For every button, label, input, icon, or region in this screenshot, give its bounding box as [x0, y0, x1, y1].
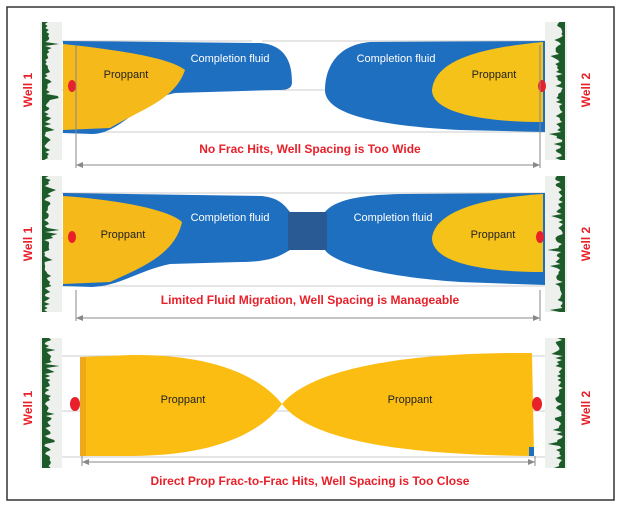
completion-fluid-label: Completion fluid: [354, 212, 433, 224]
well-log-left: [40, 22, 62, 160]
proppant-label: Proppant: [101, 229, 146, 241]
proppant-edge: [80, 357, 86, 456]
panel-wide-spacing: Completion fluid Completion fluid Proppa…: [21, 22, 593, 168]
well-log-right: [545, 338, 567, 468]
well-log-right: [545, 176, 567, 312]
gamma-ray-trace: [548, 22, 565, 160]
well-2-marker: [538, 80, 546, 92]
well-2-marker: [532, 397, 542, 411]
gamma-ray-trace: [42, 176, 60, 312]
spacing-arrow: [81, 456, 536, 466]
well-1-marker: [70, 397, 80, 411]
gamma-ray-trace: [42, 22, 60, 160]
well-2-label: Well 2: [579, 226, 593, 261]
proppant-label: Proppant: [388, 394, 433, 406]
proppant-label: Proppant: [472, 69, 517, 81]
fluid-remnant: [529, 447, 534, 456]
panel-caption: Direct Prop Frac-to-Frac Hits, Well Spac…: [151, 474, 470, 488]
proppant-right: [432, 42, 543, 122]
well-1-marker: [68, 231, 76, 243]
proppant-left: [63, 44, 185, 130]
gamma-ray-trace: [547, 338, 565, 468]
well-2-label: Well 2: [579, 390, 593, 425]
spacing-arrow: [75, 290, 541, 321]
proppant-label: Proppant: [471, 229, 516, 241]
proppant-right: [432, 194, 543, 272]
completion-fluid-label: Completion fluid: [191, 53, 270, 65]
completion-fluid-label: Completion fluid: [357, 53, 436, 65]
panel-caption: No Frac Hits, Well Spacing is Too Wide: [199, 142, 421, 156]
well-2-label: Well 2: [579, 72, 593, 107]
well-2-marker: [536, 231, 544, 243]
proppant-merged: [80, 352, 534, 456]
well-1-marker: [68, 80, 76, 92]
proppant-label: Proppant: [104, 69, 149, 81]
well-log-left: [40, 338, 62, 468]
fluid-connection: [288, 212, 327, 250]
panel-manageable-spacing: Completion fluid Completion fluid Proppa…: [21, 176, 593, 321]
panel-close-spacing: Proppant Proppant Well 1 Well 2 Direct P…: [21, 338, 593, 488]
proppant-label: Proppant: [161, 394, 206, 406]
well-log-right: [545, 22, 567, 160]
spacing-arrow: [75, 45, 541, 168]
completion-fluid-label: Completion fluid: [191, 212, 270, 224]
well-log-left: [40, 176, 62, 312]
panel-caption: Limited Fluid Migration, Well Spacing is…: [161, 293, 460, 307]
gamma-ray-trace: [42, 338, 60, 468]
proppant-left: [63, 196, 182, 284]
well-1-label: Well 1: [21, 72, 35, 107]
gamma-ray-trace: [547, 176, 565, 312]
well-1-label: Well 1: [21, 390, 35, 425]
well-1-label: Well 1: [21, 226, 35, 261]
